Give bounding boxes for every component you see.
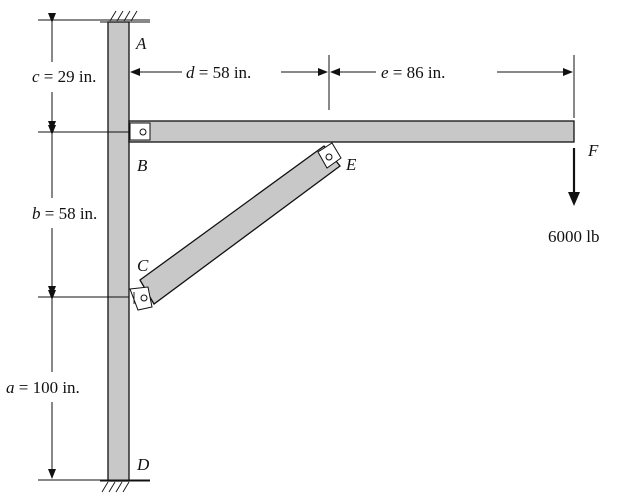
point-label-c: C bbox=[137, 256, 149, 275]
dimension-d-symbol: d bbox=[186, 63, 195, 82]
dimension-e-value: = 86 in. bbox=[389, 63, 446, 82]
svg-text:d = 58 in.: d = 58 in. bbox=[186, 63, 251, 82]
dimension-a: a = 100 in. bbox=[6, 290, 80, 479]
svg-text:a = 100 in.: a = 100 in. bbox=[6, 378, 80, 397]
dimension-c: c = 29 in. bbox=[32, 13, 96, 131]
pin-joint-b bbox=[129, 122, 151, 141]
diagonal-strut-ce bbox=[139, 145, 341, 305]
svg-text:e = 86 in.: e = 86 in. bbox=[381, 63, 445, 82]
point-label-d: D bbox=[136, 455, 150, 474]
dimension-c-value: = 29 in. bbox=[40, 67, 97, 86]
pin-joint-c bbox=[129, 286, 153, 311]
dimension-a-value: = 100 in. bbox=[15, 378, 80, 397]
svg-text:b = 58 in.: b = 58 in. bbox=[32, 204, 97, 223]
dimension-c-symbol: c bbox=[32, 67, 40, 86]
dimension-b-symbol: b bbox=[32, 204, 41, 223]
dimension-e-symbol: e bbox=[381, 63, 389, 82]
dimension-d: d = 58 in. bbox=[130, 63, 328, 82]
vertical-column-ad bbox=[107, 21, 130, 482]
svg-text:c = 29 in.: c = 29 in. bbox=[32, 67, 96, 86]
point-label-b: B bbox=[137, 156, 148, 175]
load-arrow bbox=[568, 148, 580, 206]
horizontal-beam-bf bbox=[128, 120, 575, 143]
point-label-e: E bbox=[345, 155, 357, 174]
pin-joint-e bbox=[317, 142, 342, 169]
dimension-a-symbol: a bbox=[6, 378, 15, 397]
point-label-a: A bbox=[135, 34, 147, 53]
dimension-b: b = 58 in. bbox=[32, 125, 97, 296]
point-label-f: F bbox=[587, 141, 599, 160]
bottom-fixed-support bbox=[100, 480, 150, 493]
dimension-d-value: = 58 in. bbox=[195, 63, 252, 82]
dimension-e: e = 86 in. bbox=[330, 63, 573, 82]
dimension-b-value: = 58 in. bbox=[41, 204, 98, 223]
load-label: 6000 lb bbox=[548, 227, 599, 246]
